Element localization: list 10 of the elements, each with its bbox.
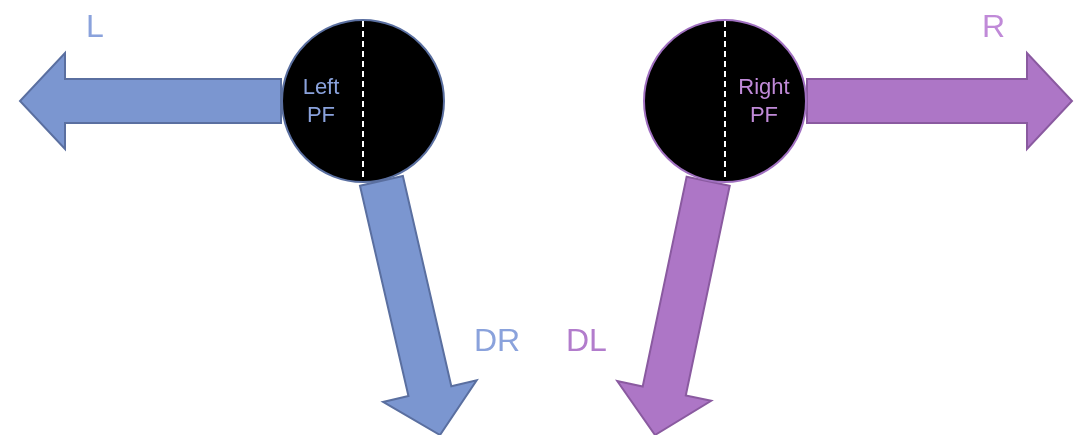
node-label: Right PF (737, 73, 791, 129)
node-label: Left PF (301, 73, 341, 129)
block-arrow (806, 50, 1074, 152)
block-arrow (18, 50, 282, 152)
block-arrow (358, 174, 479, 435)
direction-label: R (982, 8, 1006, 44)
block-arrow (615, 175, 731, 435)
direction-label: DL (566, 322, 607, 358)
direction-label: DR (474, 322, 521, 358)
direction-label: L (86, 8, 104, 44)
